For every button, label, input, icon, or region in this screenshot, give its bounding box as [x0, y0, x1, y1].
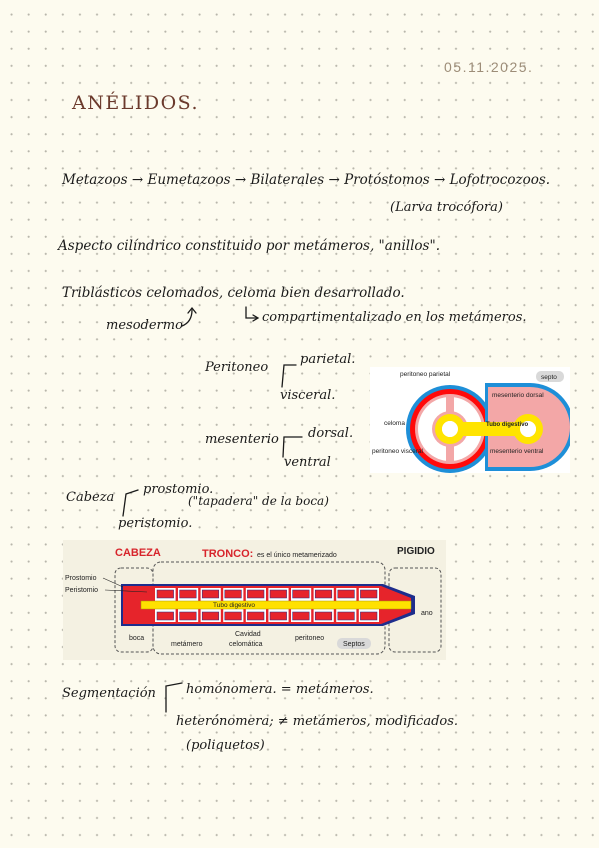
poliquetos-note: (poliquetos) [186, 738, 265, 753]
parietal-label: parietal. [300, 352, 356, 367]
compartimentalizado-label: compartimentalizado en los metámeros. [262, 310, 527, 325]
label-cavidad: Cavidad [235, 631, 261, 638]
metamero-cell [337, 589, 355, 599]
prostomio-label: prostomio. [143, 482, 214, 497]
ventral-label: ventral [284, 455, 331, 470]
dorsal-label: dorsal. [308, 426, 354, 441]
metamero-cell [179, 611, 197, 621]
label-septo: septo [541, 374, 557, 381]
metamero-cell [156, 589, 174, 599]
metamero-cell [201, 611, 220, 621]
label-tronco-note: es el único metamerizado [257, 552, 337, 559]
mesenterio-label: mesenterio [205, 432, 279, 447]
mesodermo-arrowhead [187, 306, 197, 314]
metamero-cell [360, 589, 378, 599]
metamero-cell [360, 611, 378, 621]
label-boca: boca [129, 635, 144, 642]
segmentacion-label: Segmentación [62, 686, 156, 701]
label-tubo-digestivo: Tubo digestivo [486, 422, 529, 428]
label-cabeza: CABEZA [115, 547, 161, 559]
tapadera-note: ("tapadera" de la boca) [188, 494, 329, 508]
label-prostomio: Prostomio [65, 575, 97, 582]
metamero-cell [224, 611, 242, 621]
mesodermo-label: mesodermo [106, 318, 183, 333]
metamero-cell [247, 611, 265, 621]
label-peritoneo-parietal: peritoneo parietal [400, 371, 451, 378]
page-title: ANÉLIDOS. [72, 92, 200, 114]
metamero-cell [224, 589, 242, 599]
cabeza-bracket [122, 489, 139, 517]
label-celomatica: celomática [229, 641, 263, 648]
date: 05.11.2025. [444, 59, 534, 75]
metamero-cell [292, 611, 310, 621]
label-ano: ano [421, 610, 433, 617]
peritoneo-bracket [281, 364, 297, 388]
metamero-cell [337, 611, 355, 621]
larva-note: (Larva trocófora) [390, 200, 503, 215]
compart-arrow [245, 306, 258, 319]
label-pigidio: PIGIDIO [397, 546, 435, 557]
triblasticos-line: Triblásticos celomados, celoma bien desa… [62, 285, 405, 301]
metamero-cell [156, 611, 174, 621]
label-metamero: metámero [171, 641, 203, 648]
classification-line: Metazoos → Eumetazoos → Bilaterales → Pr… [62, 172, 551, 188]
heteronomera-line: heterónomera; ≠ metámeros, modificados. [176, 714, 459, 729]
mesodermo-arrow [181, 309, 193, 327]
metamero-cell [292, 589, 310, 599]
metamero-cell [247, 589, 265, 599]
gut-tube [140, 600, 412, 610]
label-mesenterio-dorsal: mesenterio dorsal [492, 392, 544, 399]
peritoneo-label: Peritoneo [205, 360, 269, 375]
visceral-label: visceral. [280, 388, 336, 403]
metamero-cell [269, 611, 287, 621]
label-tubo-digestivo: Tubo digestivo [213, 602, 255, 609]
metamero-cell [201, 589, 220, 599]
label-celoma: celoma [384, 420, 405, 427]
label-septos: Septos [343, 641, 365, 648]
mesenterio-bracket [282, 436, 303, 458]
peristomio-label: peristomio. [118, 516, 193, 531]
aspect-line: Aspecto cilíndrico constituido por metám… [58, 238, 440, 254]
metamero-cell [269, 589, 287, 599]
label-mesenterio-ventral: mesenterio ventral [490, 448, 544, 455]
homonomera-line: homónomera. = metámeros. [186, 682, 374, 697]
body-plan-diagram: CABEZA TRONCO: es el único metamerizado … [63, 540, 446, 660]
metamero-cell [314, 589, 333, 599]
segmentacion-bracket [165, 682, 183, 713]
mesenterio-dorsal-left [446, 395, 454, 415]
label-peritoneo: peritoneo [295, 635, 324, 642]
metamero-cell [314, 611, 333, 621]
label-tronco: TRONCO: [202, 548, 253, 560]
label-peritoneo-visceral: peritoneo visceral [372, 448, 423, 455]
label-peristomio: Peristomio [65, 587, 98, 594]
metamero-cell [179, 589, 197, 599]
cross-section-diagram: peritoneo parietal septo mesenterio dors… [370, 367, 570, 473]
cabeza-label: Cabeza [66, 490, 115, 505]
